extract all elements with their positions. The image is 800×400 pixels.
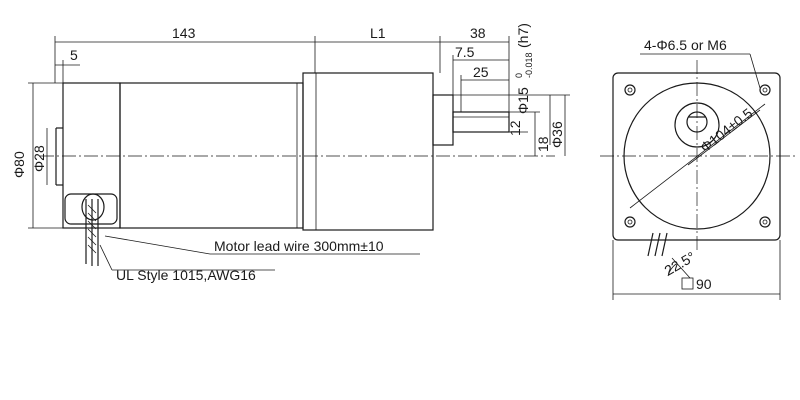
gearhead — [302, 72, 434, 231]
dim-shaft-dia: Φ15 — [515, 87, 531, 114]
front-view: Φ104±0.5 4-Φ6.5 or M6 22.5° 90 — [600, 37, 795, 300]
dim-12: 12 — [507, 120, 523, 136]
dim-143: 143 — [172, 25, 196, 41]
dim-pcd: Φ104±0.5 — [697, 105, 756, 156]
dim-shaft-tol-lower: -0.018 — [524, 52, 534, 78]
hub-circle — [674, 102, 720, 148]
dim-28: Φ28 — [31, 145, 47, 172]
dim-7-5: 7.5 — [455, 44, 475, 60]
lead-wire-note: Motor lead wire 300mm±10 — [214, 238, 384, 254]
dim-shaft-fit: (h7) — [515, 23, 531, 48]
motor-body — [119, 82, 304, 229]
dim-5: 5 — [70, 47, 78, 63]
bolt-hole — [624, 216, 636, 228]
bolt-hole — [624, 84, 636, 96]
dim-36: Φ36 — [549, 121, 565, 148]
output-shaft — [452, 111, 510, 133]
dim-shaft-tol-upper: 0 — [514, 73, 524, 78]
dim-l1: L1 — [370, 25, 386, 41]
flange-square — [612, 72, 781, 241]
side-view: 143 L1 38 5 7.5 25 Φ15 0 -0.018 (h7) 12 … — [11, 23, 570, 283]
bolt-hole — [759, 216, 771, 228]
dim-18: 18 — [535, 136, 551, 152]
dim-80: Φ80 — [11, 151, 27, 178]
dim-25: 25 — [473, 64, 489, 80]
bolt-hole — [759, 84, 771, 96]
output-hub — [432, 94, 454, 146]
wire-gland — [64, 193, 118, 266]
dim-angle: 22.5° — [662, 248, 698, 278]
square-symbol — [681, 277, 694, 290]
dim-38: 38 — [470, 25, 486, 41]
wire-spec-note: UL Style 1015,AWG16 — [116, 267, 256, 283]
bolt-holes-note: 4-Φ6.5 or M6 — [644, 37, 727, 53]
dim-90: 90 — [696, 276, 712, 292]
